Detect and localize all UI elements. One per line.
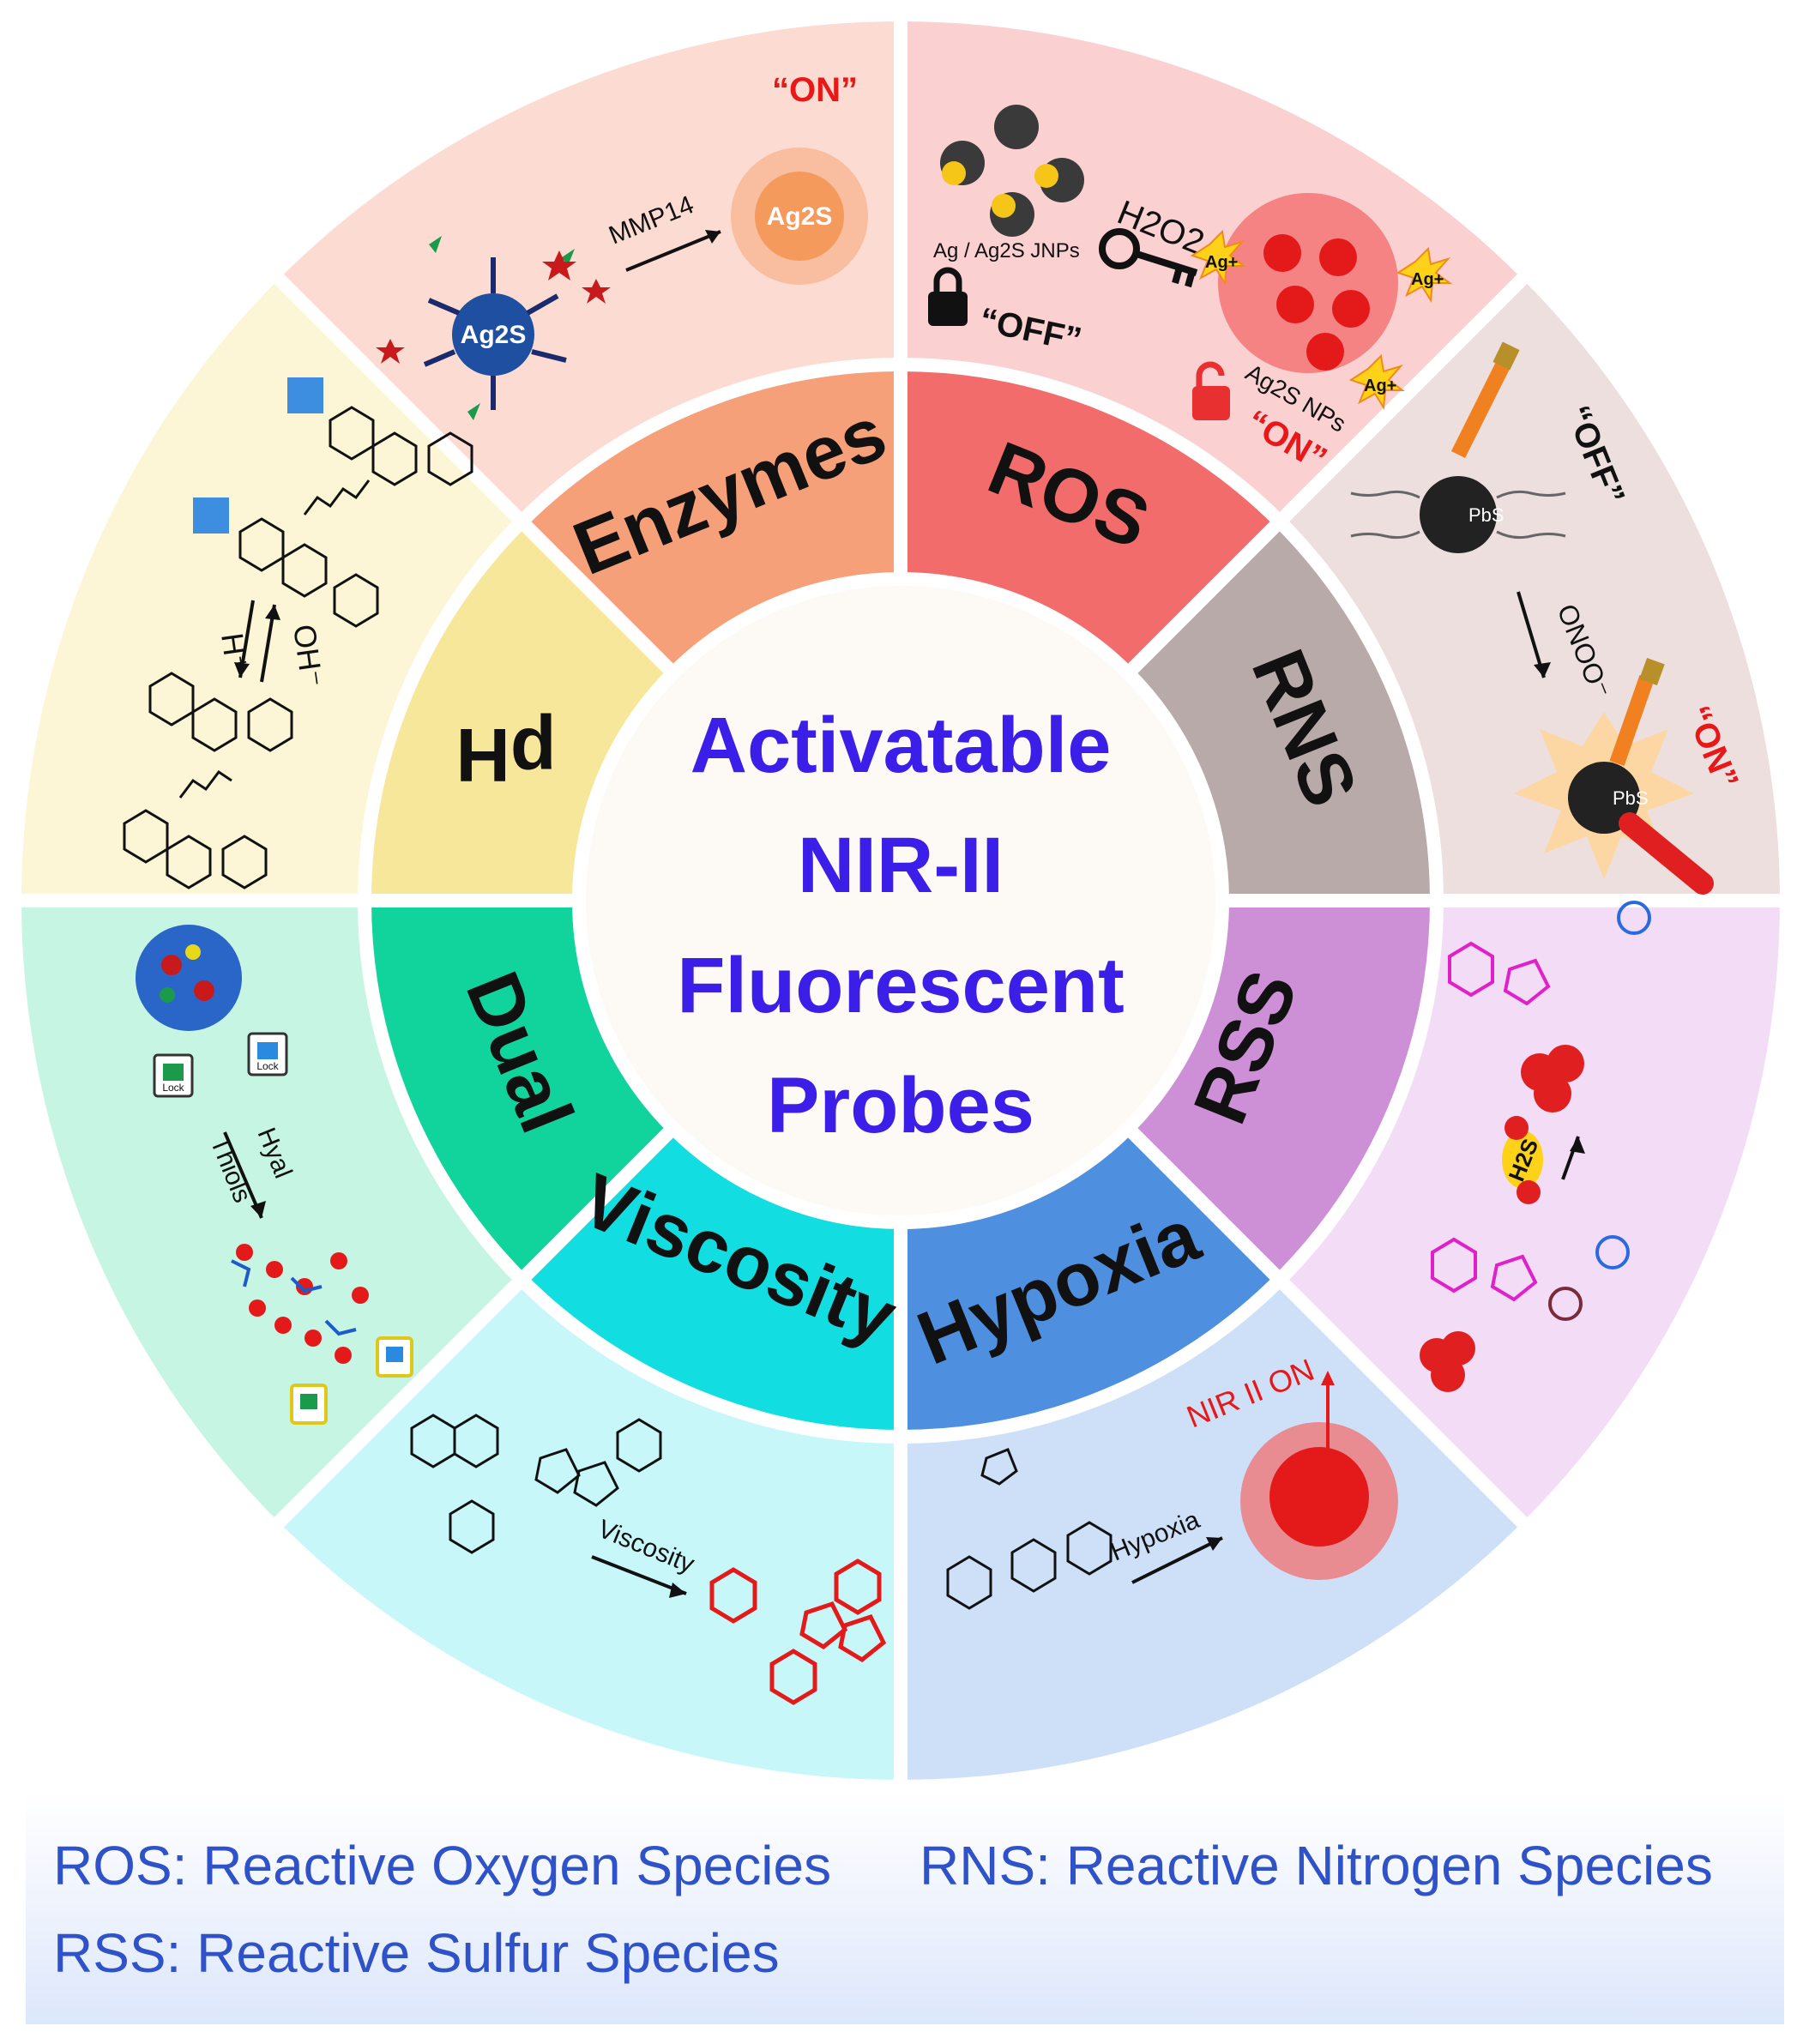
- center-title: Activatable NIR-II Fluorescent Probes: [677, 702, 1124, 1149]
- benzyl-ring-top: [1617, 901, 1651, 935]
- legend-panel: ROS: Reactive Oxygen Species RNS: Reacti…: [26, 1793, 1784, 2024]
- inner-sector-rns: [1128, 901, 1437, 1280]
- ag2s-core-label: Ag2S: [461, 321, 527, 349]
- inner-ring: [365, 365, 1437, 1437]
- probe-wheel-diagram: Activatable NIR-II Fluorescent Probes En…: [17, 17, 1784, 1784]
- segment-label-ph: pH: [455, 713, 556, 798]
- enzymes-on-label: “ON”: [772, 71, 858, 109]
- outer-sector-ph: [279, 21, 901, 522]
- dual-illustration: Lock Lock Hyal Thiols: [136, 925, 413, 1425]
- pbs-label-off: PbS: [1468, 504, 1504, 526]
- center-disc: [572, 572, 1229, 1229]
- rns-reaction-arrow: [1517, 591, 1546, 678]
- naphthyl-group-top: [1521, 1045, 1584, 1112]
- outer-sector-hypoxia: [279, 1279, 901, 1780]
- dual-nanogel: [136, 925, 242, 1031]
- rss-probe-structure-bottom: [1431, 1237, 1538, 1302]
- inner-sector-viscosity: [365, 901, 673, 1280]
- outer-sector-rns: [1279, 901, 1780, 1522]
- ph-protonation-marker-1: [287, 377, 323, 413]
- lock-open-icon: [1192, 386, 1230, 420]
- legend-rss: RSS: Reactive Sulfur Species: [53, 1922, 780, 1984]
- rns-pipette: [1450, 356, 1513, 459]
- divider-line: [271, 271, 682, 682]
- ph-illustration: H⁺ OH⁻: [123, 377, 473, 889]
- ph-oh-minus-label: OH⁻: [286, 622, 330, 689]
- center-line-2: NIR-II: [798, 822, 1004, 909]
- pbs-probe-off: [1420, 476, 1497, 553]
- lock-label-1: Lock: [162, 1082, 184, 1094]
- ros-jnps-label: Ag / Ag2S JNPs: [933, 239, 1080, 262]
- center-line-4: Probes: [767, 1062, 1034, 1149]
- viscosity-probe-structure: [410, 1414, 662, 1554]
- outer-sector-rss: [901, 1279, 1523, 1780]
- viscosity-activated-structure: [709, 1559, 887, 1705]
- legend-rns: RNS: Reactive Nitrogen Species: [920, 1835, 1713, 1896]
- ag-plus-label-1: Ag+: [1205, 253, 1238, 272]
- hypoxia-arrow: [1131, 1536, 1223, 1584]
- inner-sector-rss: [901, 1128, 1280, 1437]
- pbs-label-on: PbS: [1613, 787, 1649, 809]
- rss-probe-structure-top: [1448, 941, 1551, 1006]
- ag-ion-bursts: [1190, 229, 1452, 411]
- inner-sector-hypoxia: [522, 1128, 901, 1437]
- divider-line: [1119, 271, 1530, 682]
- ph-protonated-structure: [238, 406, 473, 628]
- inner-sector-ros: [1128, 522, 1437, 901]
- center-line-1: Activatable: [690, 702, 1112, 789]
- rns-red-beam: [1619, 812, 1714, 895]
- dual-fragments: [236, 1244, 369, 1364]
- divider-line: [271, 1119, 682, 1530]
- ag-plus-label-2: Ag+: [1411, 270, 1444, 289]
- ph-protonation-marker-2: [193, 497, 229, 534]
- legend-ros: ROS: Reactive Oxygen Species: [53, 1835, 832, 1896]
- mmp14-arrow: [625, 230, 721, 272]
- ph-h-plus-label: H⁺: [214, 630, 255, 673]
- ph-neutral-structure: [123, 672, 293, 889]
- lock-label-2: Lock: [256, 1060, 279, 1072]
- key-icon: [1099, 228, 1198, 288]
- ag2s-probe-sphere: [452, 293, 534, 376]
- inner-sector-enzymes: [901, 365, 1280, 673]
- activated-core-label: Ag2S: [767, 202, 833, 231]
- outer-ring: [21, 21, 1780, 1780]
- rss-illustration: H2S: [1420, 901, 1651, 1392]
- center-line-3: Fluorescent: [677, 942, 1124, 1029]
- lock-closed-icon: [928, 292, 968, 326]
- divider-line: [1119, 1119, 1530, 1530]
- naphthyl-group-bottom: [1420, 1331, 1475, 1392]
- dual-reaction-arrow: [223, 1131, 263, 1219]
- ag-plus-label-3: Ag+: [1364, 377, 1396, 395]
- viscosity-arrow: [591, 1555, 687, 1595]
- ros-activated-glow: [1218, 193, 1398, 373]
- nitrobenzene-ring: [1548, 1287, 1583, 1321]
- inner-sector-dual: [365, 522, 673, 901]
- rns-illustration: PbS “OFF” ONOO⁻ PbS “ON”: [1350, 341, 1746, 895]
- inner-sector-ph: [522, 365, 901, 673]
- enzymes-illustration: Ag2S MMP14 Ag2S “ON”: [376, 71, 868, 420]
- hypoxia-probe-structure: [946, 1448, 1113, 1610]
- ring-dividers: [17, 17, 1784, 1784]
- h2s-molecule: [1502, 1131, 1543, 1189]
- benzyl-ring-bottom: [1595, 1235, 1630, 1269]
